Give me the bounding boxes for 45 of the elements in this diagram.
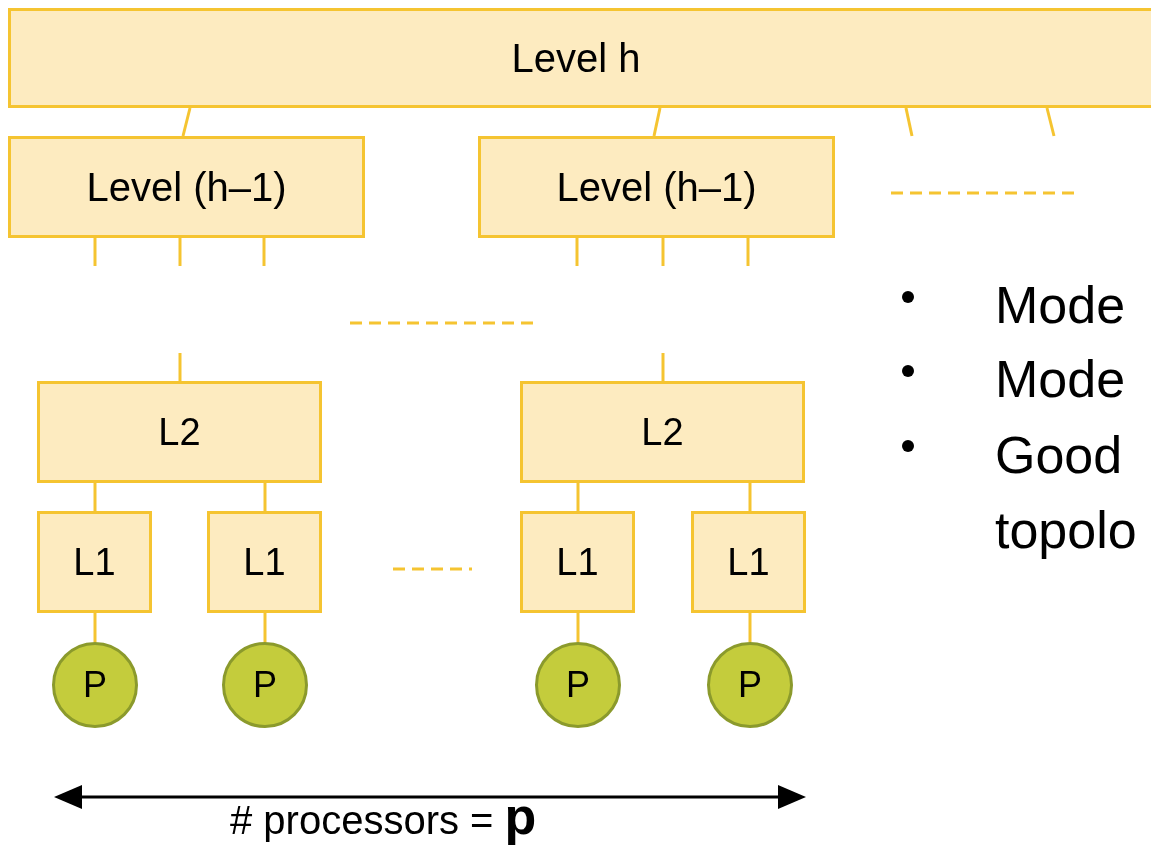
node-label: P	[83, 664, 107, 706]
connector-line	[178, 238, 182, 266]
node-label: L2	[641, 410, 684, 454]
connector-line	[661, 353, 665, 381]
bullet-text: Mode	[995, 349, 1126, 410]
node-label: P	[738, 664, 762, 706]
node-label: L1	[243, 540, 286, 584]
connector-line	[748, 483, 752, 511]
connector-line	[746, 238, 750, 266]
connector-line	[263, 613, 267, 642]
node-label: P	[566, 664, 590, 706]
connector-line	[262, 238, 266, 266]
level-box	[520, 381, 805, 483]
connector-line	[904, 107, 914, 137]
level-box	[478, 136, 835, 238]
connector-line	[576, 483, 580, 511]
connector-line	[93, 613, 97, 642]
connector-line	[181, 107, 192, 137]
node-label: L1	[727, 540, 770, 584]
level-box	[691, 511, 806, 613]
connector-line	[178, 353, 182, 381]
level-box	[37, 381, 322, 483]
bullet-text: Mode	[995, 275, 1126, 336]
level-box	[8, 8, 1151, 108]
connector-line	[652, 107, 662, 137]
level-box	[520, 511, 635, 613]
level-box	[8, 136, 365, 238]
node-label: L1	[73, 540, 116, 584]
node-label: P	[253, 664, 277, 706]
connector-line	[748, 613, 752, 642]
node-label: Level (h–1)	[556, 164, 757, 210]
bullet-text: Good topolo	[995, 425, 1138, 562]
connector-line	[661, 238, 665, 266]
connector-line	[576, 613, 580, 642]
level-box	[37, 511, 152, 613]
node-label: L2	[158, 410, 201, 454]
connector-line	[93, 238, 97, 266]
node-label: Level (h–1)	[86, 164, 287, 210]
node-label: L1	[556, 540, 599, 584]
level-box	[207, 511, 322, 613]
connector-line	[263, 483, 267, 511]
connector-line	[1045, 107, 1056, 137]
connector-line	[93, 483, 97, 511]
connector-line	[575, 238, 579, 266]
node-label: Level h	[511, 35, 641, 81]
